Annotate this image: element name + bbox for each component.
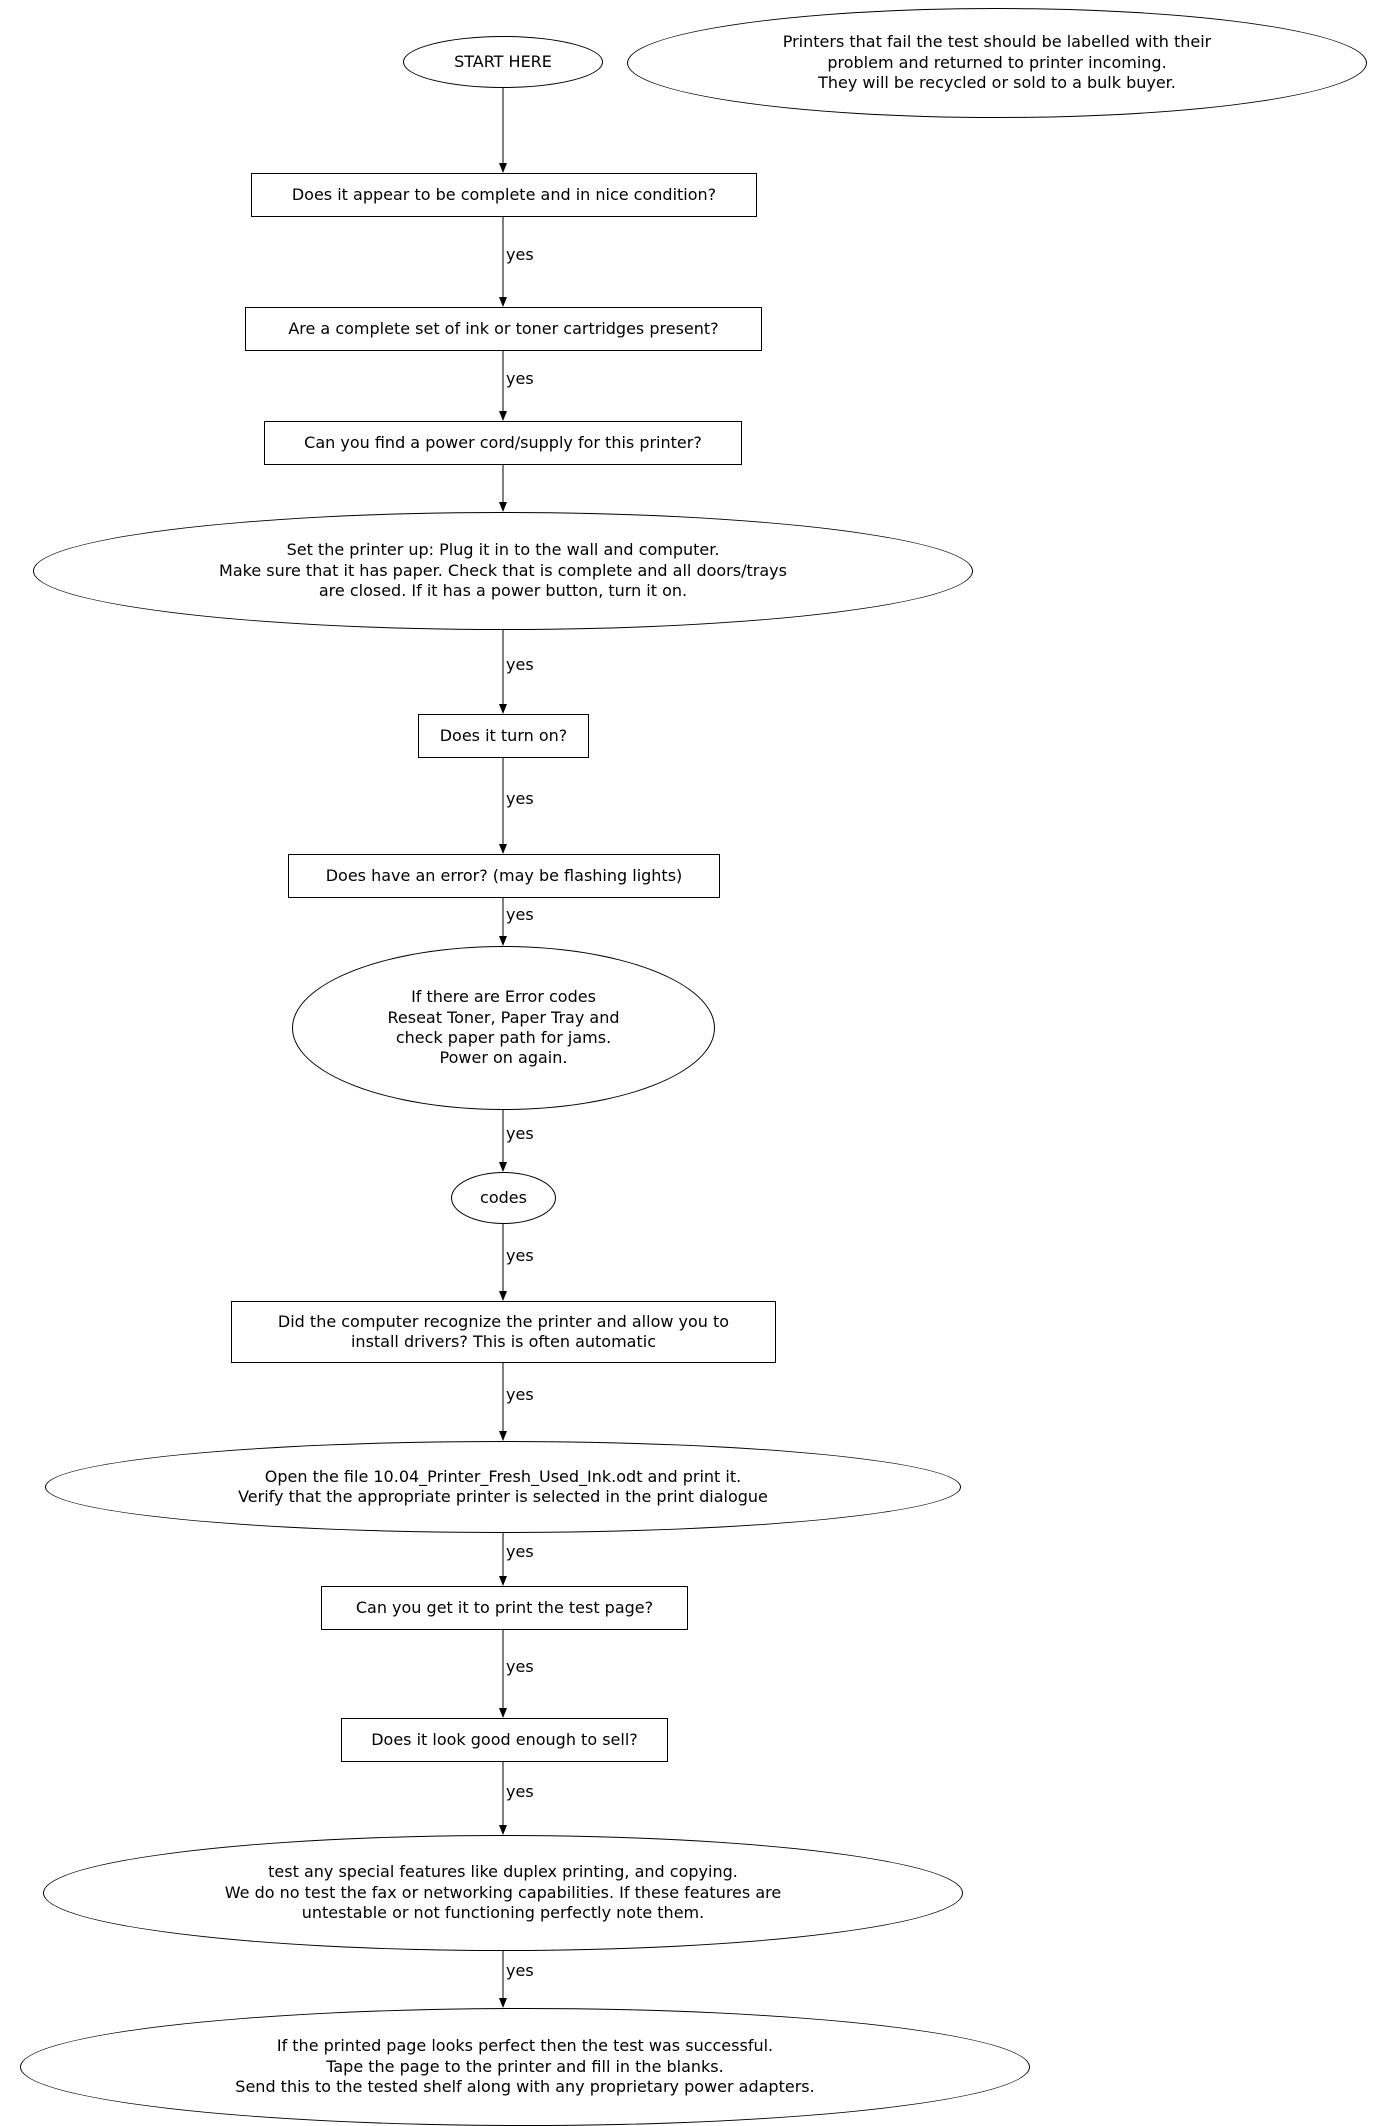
edge-label-yes-7: yes bbox=[506, 1124, 534, 1143]
action-reseat-toner: If there are Error codes Reseat Toner, P… bbox=[292, 946, 715, 1110]
question-ink-toner-cartridges: Are a complete set of ink or toner cartr… bbox=[245, 307, 762, 351]
codes-node: codes bbox=[451, 1172, 556, 1224]
action-test-special-features: test any special features like duplex pr… bbox=[43, 1835, 963, 1951]
edge-label-yes-10: yes bbox=[506, 1542, 534, 1561]
edge-label-yes-5: yes bbox=[506, 789, 534, 808]
note-failed-printers: Printers that fail the test should be la… bbox=[627, 8, 1367, 118]
question-turns-on: Does it turn on? bbox=[418, 714, 589, 758]
edge-label-yes-6: yes bbox=[506, 905, 534, 924]
edge-label-yes-2: yes bbox=[506, 369, 534, 388]
question-print-test-page: Can you get it to print the test page? bbox=[321, 1586, 688, 1630]
start-node: START HERE bbox=[403, 36, 603, 88]
question-error-lights: Does have an error? (may be flashing lig… bbox=[288, 854, 720, 898]
action-test-successful: If the printed page looks perfect then t… bbox=[20, 2008, 1030, 2126]
edge-label-yes-8: yes bbox=[506, 1246, 534, 1265]
question-driver-install: Did the computer recognize the printer a… bbox=[231, 1301, 776, 1363]
question-look-good-sell: Does it look good enough to sell? bbox=[341, 1718, 668, 1762]
question-power-cord: Can you find a power cord/supply for thi… bbox=[264, 421, 742, 465]
edge-label-yes-12: yes bbox=[506, 1782, 534, 1801]
action-setup-printer: Set the printer up: Plug it in to the wa… bbox=[33, 512, 973, 630]
edge-label-yes-9: yes bbox=[506, 1385, 534, 1404]
action-print-test-file: Open the file 10.04_Printer_Fresh_Used_I… bbox=[45, 1441, 961, 1533]
question-complete-condition: Does it appear to be complete and in nic… bbox=[251, 173, 757, 217]
edge-label-yes-4: yes bbox=[506, 655, 534, 674]
edge-label-yes-1: yes bbox=[506, 245, 534, 264]
edge-label-yes-11: yes bbox=[506, 1657, 534, 1676]
edge-label-yes-13: yes bbox=[506, 1961, 534, 1980]
